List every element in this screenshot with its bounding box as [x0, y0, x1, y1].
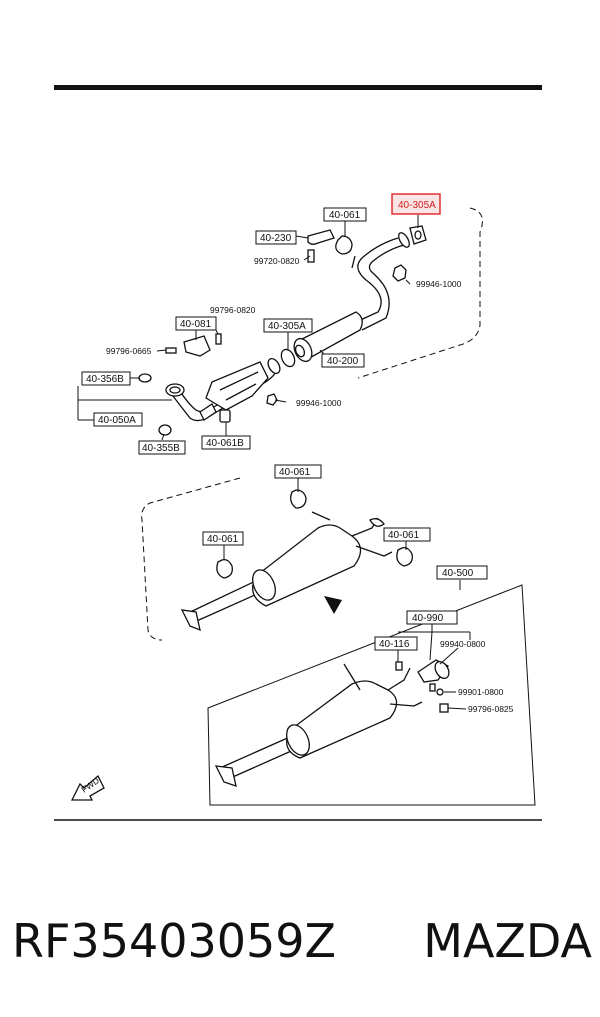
clip-40-356B: [138, 373, 152, 383]
label-40-230: 40-230: [260, 233, 292, 244]
label-40-500: 40-500: [442, 568, 474, 579]
label-box-40-061-d: [383, 527, 431, 542]
brand-name: MAZDA: [423, 914, 592, 968]
label-99796-0825: 99796-0825: [468, 704, 514, 714]
label-box-40-061B: [201, 435, 251, 450]
bolt-99796-b: [165, 347, 177, 354]
label-box-40-356B: [81, 371, 131, 386]
label-99940-0800: 99940-0800: [440, 639, 486, 649]
label-40-305A-highlighted: 40-305A: [398, 200, 436, 211]
label-box-40-050A: [93, 412, 143, 427]
fwd-arrow-icon: FWD: [70, 774, 105, 801]
label-box-40-355B: [138, 440, 186, 455]
center-silencer: [180, 511, 393, 632]
label-box-40-990: [406, 610, 458, 625]
leader-lines: [77, 215, 471, 710]
hanger-40-061-a: [335, 235, 353, 255]
main-silencer-40-500: [214, 663, 423, 787]
nut-99946-b: [266, 393, 278, 406]
label-40-081: 40-081: [180, 319, 212, 330]
label-99901-0800: 99901-0800: [458, 687, 504, 697]
front-pipe-40-200: [293, 232, 410, 363]
middle-dashed-outline: [141, 477, 241, 641]
label-40-061B: 40-061B: [206, 438, 244, 449]
label-40-200: 40-200: [327, 356, 359, 367]
label-99796-0665: 99796-0665: [106, 346, 152, 356]
bolts-99940-99901: [429, 683, 449, 713]
upper-dashed-outline: [357, 207, 483, 379]
bolt-99796-a: [215, 333, 222, 345]
label-box-40-061-a: [323, 207, 367, 222]
nut-40-355B: [158, 424, 172, 436]
label-40-990: 40-990: [412, 613, 444, 624]
bolt-99720: [307, 249, 315, 263]
label-40-061-d: 40-061: [388, 530, 420, 541]
label-99946-1000-b: 99946-1000: [296, 398, 342, 408]
exhaust-manifold-pipe-40-050A: [165, 357, 281, 422]
label-box-40-230: [255, 230, 297, 245]
top-rule: [54, 85, 542, 90]
nut-99946-a: [392, 264, 407, 282]
label-40-116: 40-116: [379, 639, 410, 650]
bracket-40-230: [307, 229, 356, 269]
hanger-40-061-c: [216, 558, 233, 579]
caption: RF35403059Z MAZDA: [12, 906, 592, 976]
hanger-40-061-d: [396, 546, 413, 567]
label-box-40-305A-mid: [263, 318, 313, 333]
gasket-40-305A-top: [409, 225, 427, 245]
hanger-40-061B: [219, 409, 231, 423]
tail-pipe-40-990: [417, 659, 450, 683]
label-99720-0820: 99720-0820: [254, 256, 300, 266]
part-number: RF35403059Z: [12, 914, 337, 968]
label-box-40-116: [374, 636, 418, 651]
highlight-box-40-305A: [391, 193, 441, 215]
label-40-061-b: 40-061: [279, 467, 311, 478]
label-box-40-500: [436, 565, 488, 580]
label-box-40-061-b: [274, 464, 322, 479]
arrow-mark: [324, 596, 342, 614]
label-40-061-c: 40-061: [207, 534, 239, 545]
label-box-40-200: [321, 353, 365, 368]
label-99796-0820: 99796-0820: [210, 305, 256, 315]
label-box-40-061-c: [202, 531, 244, 546]
label-box-40-081: [175, 316, 217, 331]
label-40-305A-mid: 40-305A: [268, 321, 306, 332]
rear-group-outline: [207, 584, 536, 806]
bracket-40-081: [183, 335, 211, 357]
gasket-40-305A-mid: [280, 348, 296, 368]
label-40-356B: 40-356B: [86, 374, 124, 385]
label-40-355B: 40-355B: [142, 443, 180, 454]
label-99946-1000-a: 99946-1000: [416, 279, 462, 289]
clip-40-116: [395, 661, 403, 671]
hanger-40-061-b: [290, 489, 307, 509]
label-40-061-a: 40-061: [329, 210, 361, 221]
label-40-050A: 40-050A: [98, 415, 136, 426]
